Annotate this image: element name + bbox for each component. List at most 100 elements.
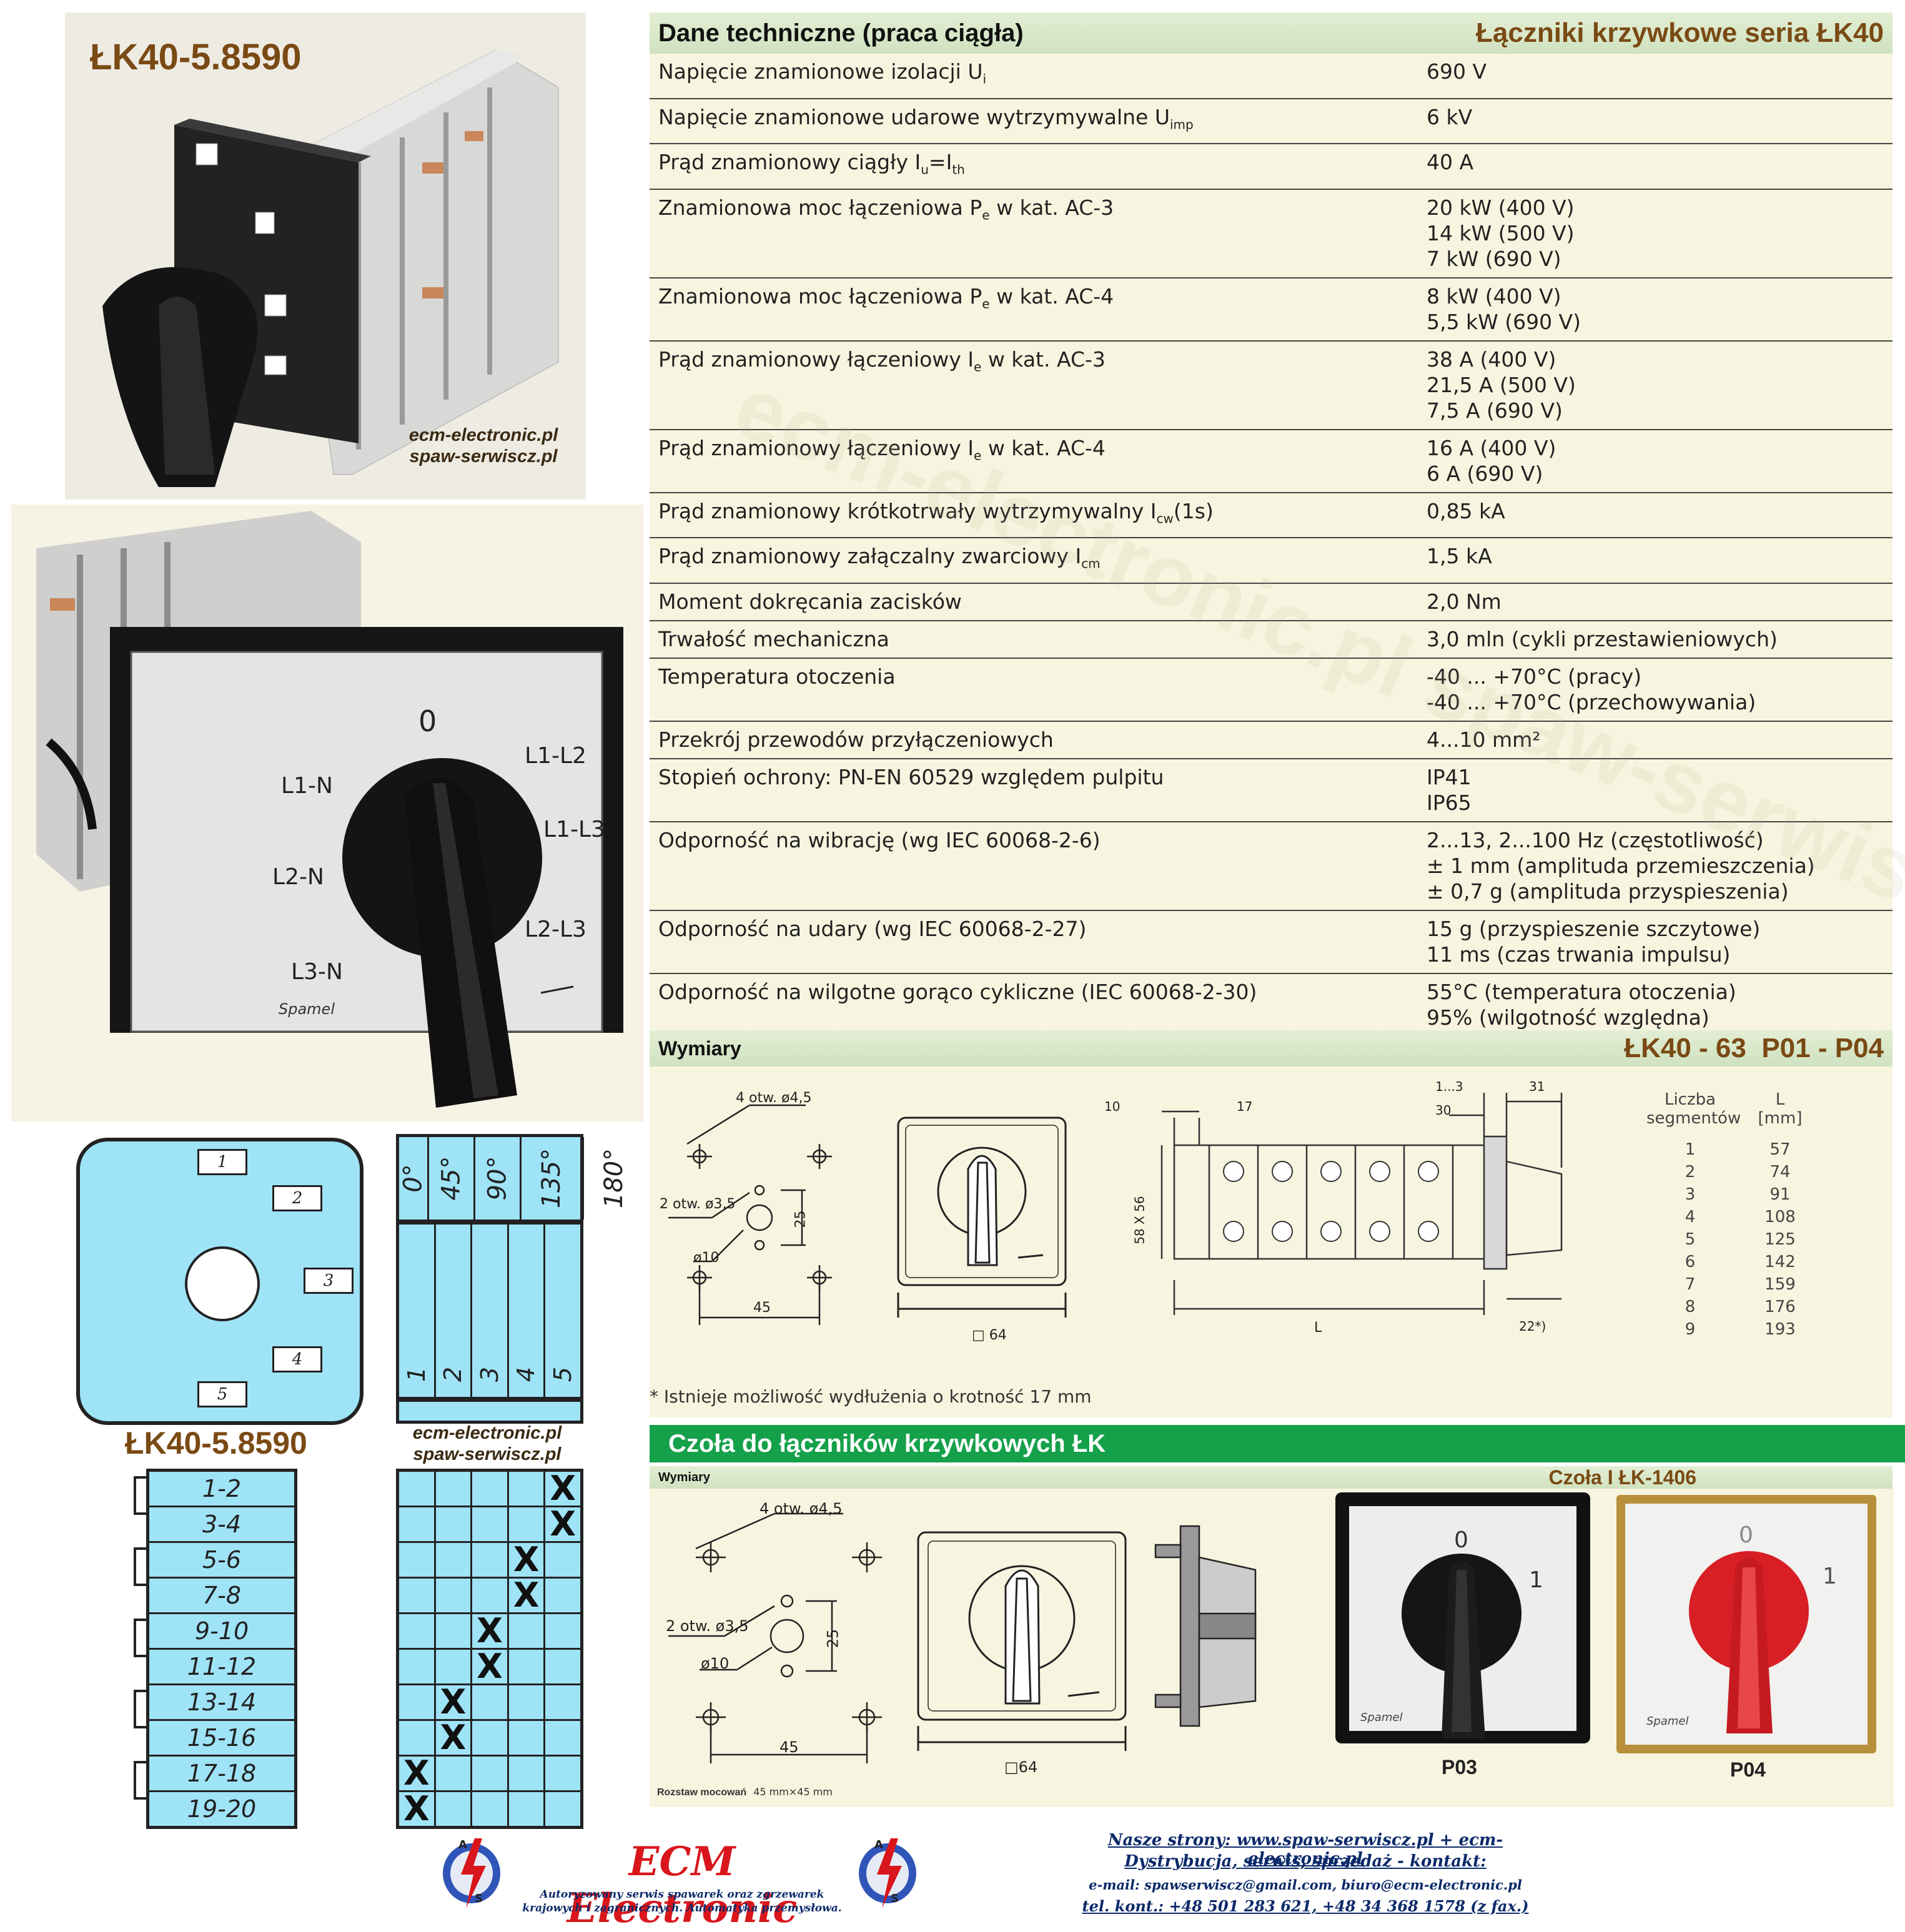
- closed-mark: X: [403, 1753, 430, 1793]
- contact-cell: [545, 1792, 580, 1826]
- contact-cell: [545, 1650, 580, 1683]
- segment-count: 7: [1685, 1275, 1696, 1294]
- dim-sq64: □ 64: [972, 1328, 1007, 1343]
- dial-position-l3-n: L3-N: [291, 959, 343, 985]
- spec-parameter: Napięcie znamionowe izolacji Ui: [658, 59, 987, 87]
- contact-cell: [509, 1614, 546, 1648]
- spec-value: 6 kV: [1427, 104, 1473, 129]
- footer-brand: ECM Electronic: [567, 1838, 798, 1932]
- rozstaw-text: Rozstaw mocowań: [657, 1787, 747, 1798]
- front-face-drawing: [917, 1531, 1127, 1751]
- closed-mark: X: [550, 1504, 576, 1544]
- angle-45: 45°: [429, 1137, 476, 1220]
- contact-label: 9-10: [149, 1614, 294, 1650]
- contact-cell: [509, 1757, 546, 1790]
- dial-position-l1-l2: L1-L2: [525, 743, 586, 769]
- footer-phone: tel. kont.: +48 501 283 621, +48 34 368 …: [1082, 1897, 1529, 1915]
- diagram-site-2: spaw-serwiscz.pl: [413, 1444, 562, 1464]
- contact-cell: [509, 1685, 546, 1719]
- contact-row: X: [399, 1507, 580, 1543]
- segments-head-length: L [mm]: [1758, 1090, 1803, 1128]
- contact-cell: [436, 1650, 473, 1683]
- column-3: 3: [472, 1225, 509, 1397]
- contact-label: 1-2: [149, 1472, 294, 1507]
- footer-logo-left-letter-a: A: [458, 1838, 467, 1851]
- contact-cell: X: [436, 1721, 473, 1755]
- front-dim-25: 25: [824, 1629, 842, 1649]
- contact-label: 3-4: [149, 1507, 294, 1543]
- contact-cell: [436, 1757, 473, 1790]
- contact-cell: [472, 1721, 509, 1755]
- column-4: 4: [509, 1225, 546, 1397]
- contact-cell: [509, 1721, 546, 1755]
- diagram-site-1: ecm-electronic.pl: [412, 1423, 562, 1443]
- front-dim-sq64: □64: [1004, 1758, 1038, 1776]
- p04-dial-1: 1: [1823, 1564, 1837, 1589]
- spec-row: Prąd znamionowy łączeniowy Ie w kat. AC-…: [650, 342, 1893, 430]
- contact-cell: [509, 1507, 546, 1541]
- spec-value: 0,85 kA: [1427, 498, 1505, 523]
- contact-cell: X: [545, 1507, 580, 1541]
- front-panel-p03: 0 1 Spamel: [1335, 1492, 1590, 1743]
- contact-cell: X: [545, 1472, 580, 1506]
- spec-row: Odporność na wilgotne gorąco cykliczne (…: [650, 974, 1893, 1037]
- side-view-drawing: [1160, 1093, 1563, 1315]
- position-label-5: 5: [197, 1381, 247, 1407]
- contact-row: X: [399, 1543, 580, 1579]
- spec-value: 4...10 mm²: [1427, 727, 1541, 752]
- spec-row: Znamionowa moc łączeniowa Pe w kat. AC-3…: [650, 190, 1893, 278]
- spec-row: Stopień ochrony: PN-EN 60529 względem pu…: [650, 759, 1893, 822]
- closed-mark: X: [513, 1575, 540, 1615]
- spec-value: 15 g (przyspieszenie szczytowe) 11 ms (c…: [1427, 916, 1761, 967]
- dim-31: 31: [1529, 1079, 1545, 1094]
- contact-row: X: [399, 1650, 580, 1685]
- spec-parameter: Prąd znamionowy łączeniowy Ie w kat. AC-…: [658, 347, 1106, 375]
- contact-cell: [399, 1721, 436, 1755]
- spec-value: 55°C (temperatura otoczenia) 95% (wilgot…: [1427, 979, 1736, 1030]
- contact-cell: [399, 1472, 436, 1506]
- segment-count: 8: [1685, 1298, 1696, 1316]
- dims-area: 4 otw. ø4,5 2 otw. ø3,5 ø10 25 45 □ 64: [650, 1068, 1893, 1417]
- dim-30: 30: [1435, 1103, 1452, 1118]
- contact-cell: [545, 1614, 580, 1648]
- spec-parameter: Prąd znamionowy ciągły Iu=Ith: [658, 150, 965, 177]
- spec-parameter: Trwałość mechaniczna: [658, 626, 889, 651]
- spec-parameter: Temperatura otoczenia: [658, 664, 896, 689]
- front-sub-header: Wymiary Czoła I ŁK-1406: [650, 1466, 1893, 1489]
- spec-row: Prąd znamionowy krótkotrwały wytrzymywal…: [650, 493, 1893, 539]
- footer-websites: Nasze strony: www.spaw-serwiscz.pl + ecm…: [1107, 1831, 1503, 1868]
- column-1: 1: [399, 1225, 436, 1397]
- photo-model-label: ŁK40-5.8590: [90, 37, 302, 77]
- mounting-holes-drawing: [668, 1104, 832, 1325]
- spec-table: Dane techniczne (praca ciągła) Łączniki …: [650, 12, 1893, 1075]
- dim-58x56: 58 X 56: [1132, 1196, 1147, 1244]
- contact-cell: [399, 1614, 436, 1648]
- footer-logo-right-letter-s: S: [891, 1892, 899, 1905]
- segment-length: 159: [1764, 1275, 1796, 1294]
- contact-cell: X: [399, 1792, 436, 1826]
- spec-row: Napięcie znamionowe udarowe wytrzymywaln…: [650, 99, 1893, 145]
- spec-value: 1,5 kA: [1427, 544, 1492, 569]
- p04-label: P04: [1730, 1758, 1766, 1781]
- contact-row: X: [399, 1757, 580, 1792]
- rozstaw-value: 45 mm×45 mm: [753, 1786, 833, 1798]
- spec-value: -40 ... +70°C (pracy) -40 ... +70°C (prz…: [1427, 664, 1756, 714]
- spec-parameter: Prąd znamionowy załączalny zwarciowy Icm: [658, 544, 1101, 571]
- switch-side-illustration: [65, 12, 586, 500]
- position-label-2: 2: [272, 1185, 322, 1211]
- contact-cell: [399, 1579, 436, 1612]
- spec-row: Prąd znamionowy załączalny zwarciowy Icm…: [650, 538, 1893, 584]
- segment-count: 1: [1685, 1140, 1696, 1159]
- spec-row: Prąd znamionowy łączeniowy Ie w kat. AC-…: [650, 430, 1893, 493]
- contact-row: X: [399, 1614, 580, 1650]
- spec-value: 2...13, 2...100 Hz (częstotliwość) ± 1 m…: [1427, 827, 1815, 904]
